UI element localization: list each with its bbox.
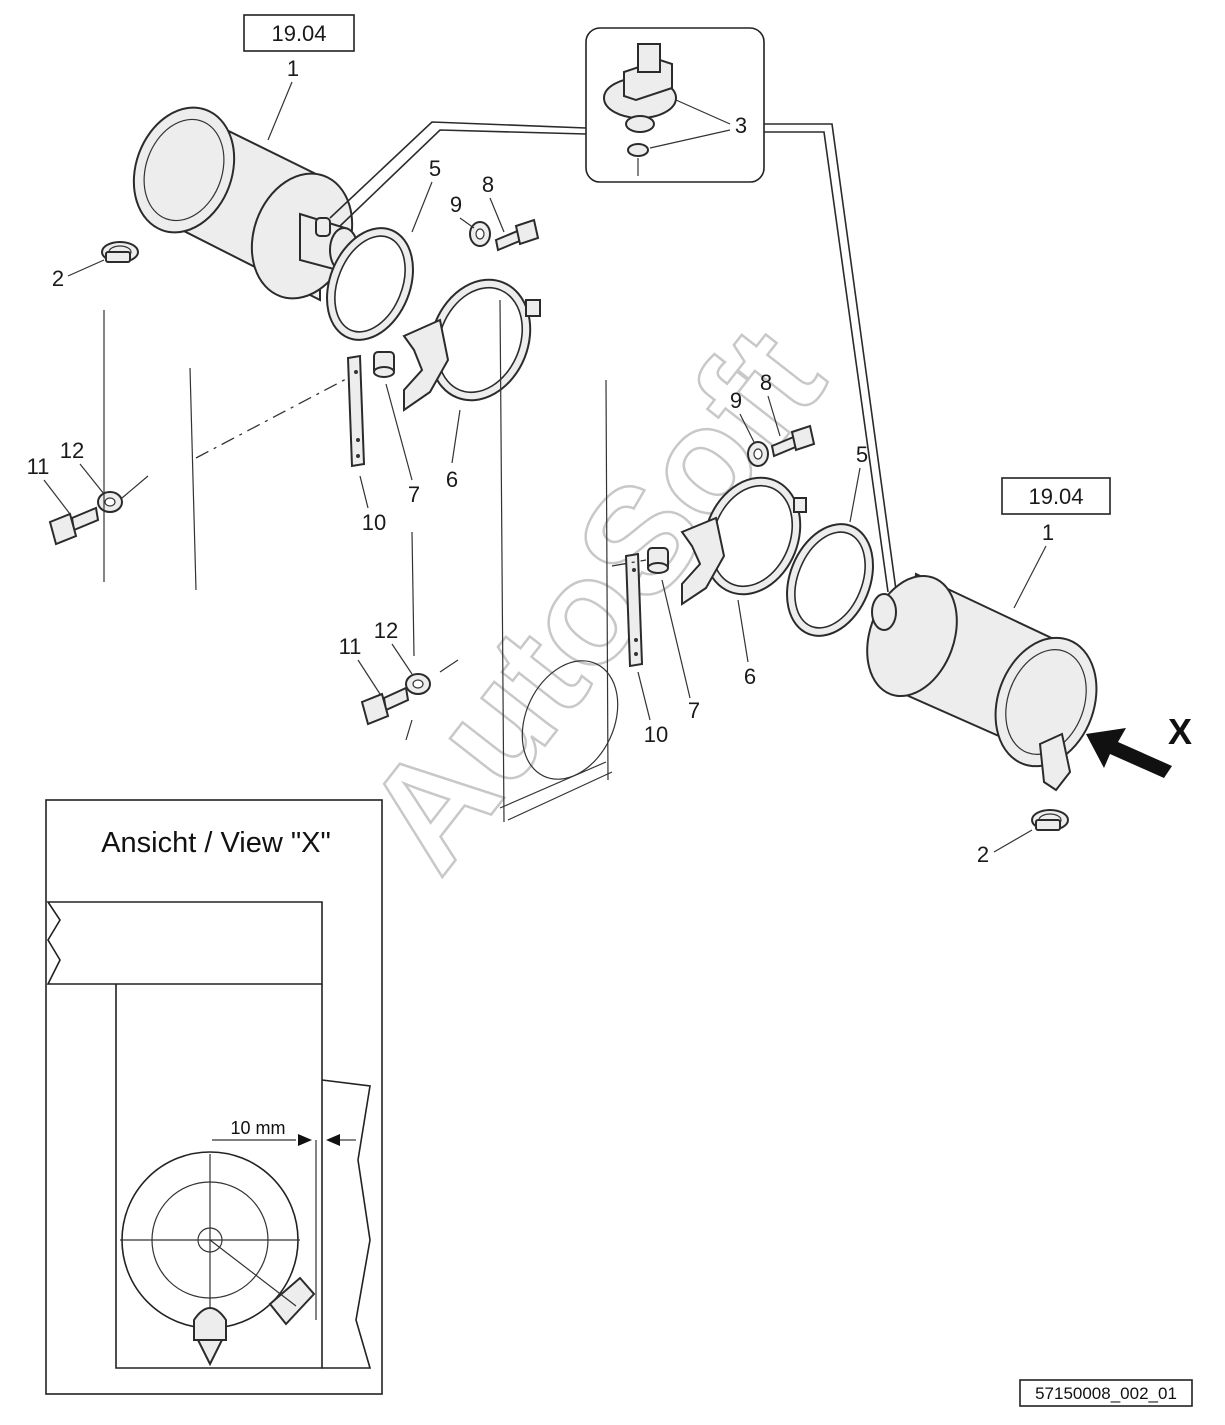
callout-1-left: 1 (287, 56, 299, 81)
callout-9-right: 9 (730, 388, 742, 413)
callout-11-mid: 11 (339, 634, 362, 659)
washer-left-lower (97, 491, 123, 513)
air-filter-right (866, 572, 1098, 792)
reference-box-right: 19.04 (1001, 477, 1111, 515)
bolt-right (770, 424, 816, 458)
callout-6-right: 6 (744, 664, 756, 689)
view-x-title: Ansicht / View "X" (101, 827, 331, 859)
drawing-number-box: 57150008_002_01 (1019, 1379, 1193, 1407)
seal-ring-left (326, 227, 414, 341)
sensor-cable-right (764, 123, 897, 591)
spacer-bushing-left (373, 351, 395, 378)
callout-8-right: 8 (760, 370, 772, 395)
callout-5-left: 5 (429, 156, 441, 181)
reference-box-right-label: 19.04 (1028, 484, 1083, 509)
sensor-cable-right-2 (764, 131, 889, 593)
drawing-number: 57150008_002_01 (1035, 1384, 1177, 1403)
callout-6-left: 6 (446, 467, 458, 492)
dimension-10mm: 10 mm (230, 1118, 285, 1138)
hose-clamp-right (1031, 809, 1069, 831)
callout-10-mid: 10 (644, 722, 668, 747)
seal-ring-right (786, 523, 874, 637)
callout-2-right: 2 (977, 842, 989, 867)
callout-12-left: 12 (60, 438, 84, 463)
callout-1-right: 1 (1042, 520, 1054, 545)
callout-8-left: 8 (482, 172, 494, 197)
callout-11-left: 11 (27, 454, 50, 479)
background-ring (521, 660, 619, 780)
mounting-bracket-right (680, 476, 807, 606)
sensor-cable-left-2 (339, 129, 587, 227)
callout-3: 3 (735, 113, 747, 138)
bolt-mid-lower (360, 686, 410, 726)
mounting-strap-left (346, 354, 366, 468)
view-x-panel: Ansicht / View "X" 10 mm (45, 799, 383, 1395)
air-filter-left (132, 106, 359, 302)
bolt-left (494, 218, 540, 252)
callout-7-left: 7 (408, 482, 420, 507)
callout-2-left: 2 (52, 266, 64, 291)
axis-line-left (195, 377, 349, 459)
washer-right (747, 441, 769, 467)
bolt-left-lower (48, 506, 100, 546)
mounting-strap-mid (624, 552, 644, 668)
mounting-bracket-left (402, 278, 541, 412)
view-x-label: X (1168, 711, 1192, 752)
washer-left (469, 221, 491, 247)
callout-12-mid: 12 (374, 618, 398, 643)
washer-mid-lower (405, 673, 431, 695)
callout-10-left: 10 (362, 510, 386, 535)
hose-clamp-left (101, 241, 139, 263)
callout-5-right: 5 (856, 442, 868, 467)
callout-7-right: 7 (688, 698, 700, 723)
reference-box-left-label: 19.04 (271, 21, 326, 46)
sensor-cable-left (329, 121, 587, 219)
sensor-detail-panel (585, 27, 765, 183)
spacer-bushing-right (647, 547, 669, 574)
view-x-arrow: X (1086, 711, 1192, 778)
callout-9-left: 9 (450, 192, 462, 217)
reference-box-left: 19.04 (243, 14, 355, 52)
